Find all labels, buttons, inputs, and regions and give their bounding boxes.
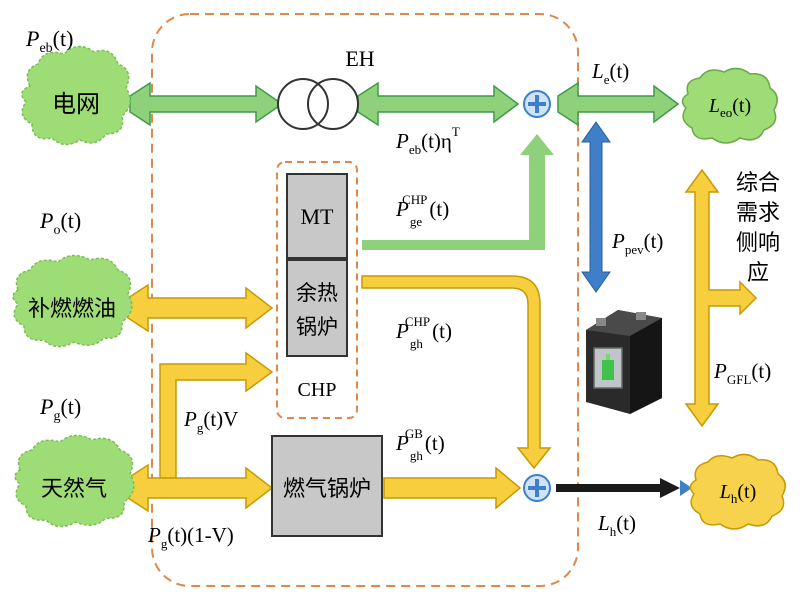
load-heat-label: Lh(t) xyxy=(719,481,757,506)
eh-label: EH xyxy=(345,46,374,71)
input-oil-label: 补燃燃油 xyxy=(28,297,116,322)
flow-ev-storage xyxy=(581,121,611,293)
flow-oil-to-boiler xyxy=(127,283,274,333)
demand-response-line4: 应 xyxy=(747,261,769,286)
flow-heat-bus-to-heat-load xyxy=(556,478,680,498)
input-grid-label: 电网 xyxy=(52,90,100,118)
chp-label: CHP xyxy=(298,379,337,401)
waste-heat-boiler-label-line1: 余热 xyxy=(296,281,338,305)
gas-boiler-label: 燃气锅炉 xyxy=(283,477,371,502)
waste-heat-boiler-label-line2: 锅炉 xyxy=(296,315,338,339)
flow-label-electric-load: Le(t) xyxy=(591,59,629,87)
flow-grid-to-transformer xyxy=(129,81,284,127)
load-electric-label: Leo(t) xyxy=(708,95,751,120)
flow-chp-heat xyxy=(361,275,552,470)
gas-boiler-box xyxy=(271,435,383,537)
demand-response-line2: 需求 xyxy=(736,201,780,226)
p-g-input-label: Pg(t) xyxy=(39,394,81,424)
flow-label-gas-to-gb: Pg(t)(1-V) xyxy=(147,523,234,551)
demand-response-line3: 侧响 xyxy=(736,231,780,256)
heat-load-arrowhead xyxy=(680,480,692,496)
cloud-electric-load xyxy=(681,67,778,144)
flow-label-gb-heat: PghGB(t) xyxy=(395,426,445,463)
flow-label-ev: Ppev(t) xyxy=(611,229,663,257)
cloud-oil xyxy=(12,254,133,348)
flow-chp-electricity xyxy=(362,134,554,250)
flow-label-chp-heat: PghCHP(t) xyxy=(395,314,452,351)
chp-boundary xyxy=(276,161,358,419)
flow-demand-response xyxy=(684,168,758,428)
flow-label-gas-to-chp: Pg(t)V xyxy=(183,407,238,435)
cloud-heat-load xyxy=(689,453,786,530)
demand-response-line1: 综合 xyxy=(736,171,780,196)
flow-transformer-to-bus xyxy=(357,81,520,127)
electric-bus-node xyxy=(523,90,551,118)
transformer-icon xyxy=(277,78,359,130)
flow-gas-to-chp xyxy=(159,351,274,479)
flow-bus-to-electric-load xyxy=(557,81,680,127)
cloud-grid xyxy=(21,45,131,146)
flow-label-chp-elec: PgeCHP(t) xyxy=(395,192,449,229)
p-eb-input-label: Peb(t) xyxy=(25,26,73,56)
battery-icon xyxy=(586,310,662,414)
flow-label-transformer-out: Peb(t)ηT xyxy=(395,124,460,157)
waste-heat-boiler-box xyxy=(286,259,348,357)
flow-gas-to-gas-boiler xyxy=(127,463,274,513)
cloud-gas xyxy=(14,434,135,528)
mt-label: MT xyxy=(301,204,335,229)
mt-box xyxy=(286,173,348,259)
p-o-input-label: Po(t) xyxy=(39,208,81,238)
heat-bus-node xyxy=(523,474,551,502)
flow-label-heat-load: Lh(t) xyxy=(597,511,636,539)
flow-gas-boiler-to-bus xyxy=(383,466,522,510)
input-gas-label: 天然气 xyxy=(41,477,107,502)
flow-label-flex: PGFL(t) xyxy=(713,359,771,387)
